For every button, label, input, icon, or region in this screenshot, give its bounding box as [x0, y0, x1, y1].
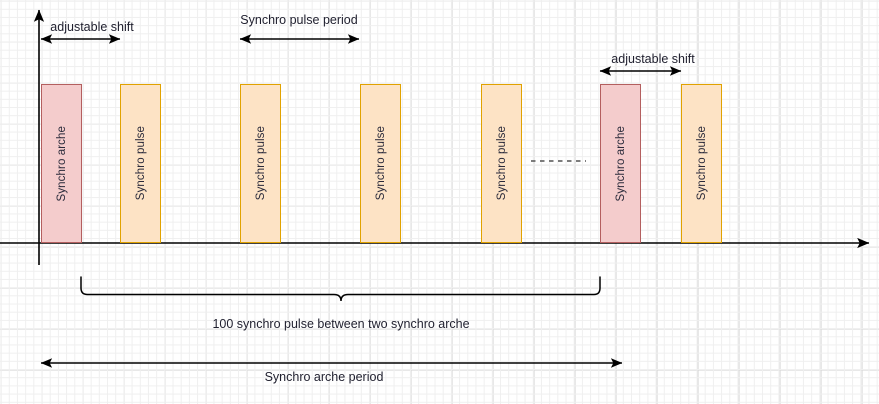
pulse-label: Synchro arche [55, 125, 68, 202]
synchro-arche-period-label: Synchro arche period [264, 370, 384, 384]
pulse-label: Synchro arche [614, 125, 627, 202]
pulse-bar-pulse-5[interactable]: Synchro pulse [681, 84, 722, 243]
pulse-label: Synchro pulse [134, 126, 147, 201]
pulse-bar-arche-1[interactable]: Synchro arche [41, 84, 82, 243]
adjustable-shift-left-label: adjustable shift [50, 20, 134, 34]
pulse-label: Synchro pulse [695, 126, 708, 201]
pulse-bar-pulse-2[interactable]: Synchro pulse [240, 84, 281, 243]
pulse-count-brace [80, 276, 601, 302]
pulse-label: Synchro pulse [374, 126, 387, 201]
adjustable-shift-right-label: adjustable shift [611, 52, 695, 66]
synchro-pulse-period-label: Synchro pulse period [240, 13, 358, 27]
pulse-bar-pulse-1[interactable]: Synchro pulse [120, 84, 161, 243]
pulse-count-label: 100 synchro pulse between two synchro ar… [212, 317, 470, 331]
pulse-bar-pulse-3[interactable]: Synchro pulse [360, 84, 401, 243]
pulse-label: Synchro pulse [254, 126, 267, 201]
pulse-bar-pulse-4[interactable]: Synchro pulse [481, 84, 522, 243]
pulse-bar-arche-2[interactable]: Synchro arche [600, 84, 641, 243]
pulse-label: Synchro pulse [495, 126, 508, 201]
